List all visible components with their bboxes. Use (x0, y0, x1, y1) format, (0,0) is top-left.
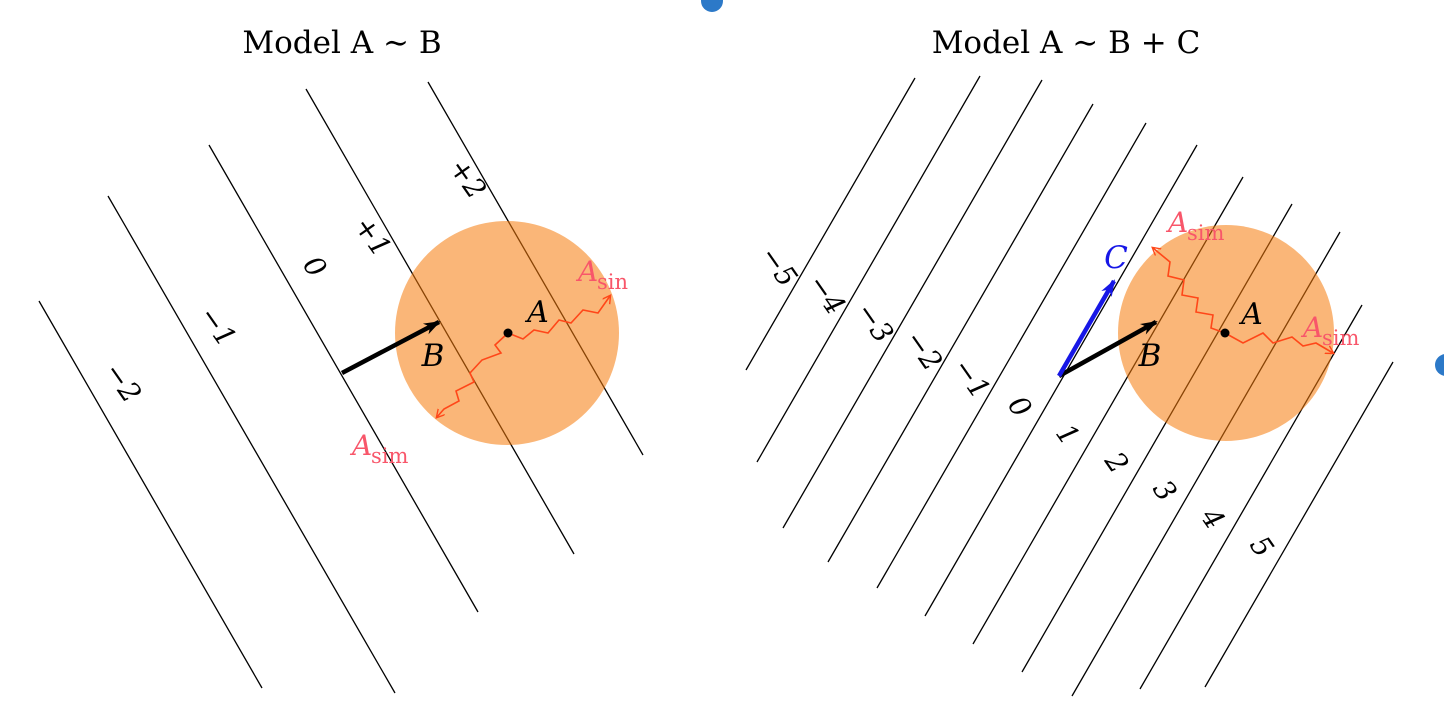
contour-line-−5 (745, 77, 916, 371)
contour-line-0 (924, 144, 1198, 617)
vector-b-label: B (1138, 338, 1162, 374)
contour-line-−1 (107, 195, 396, 694)
sim-draw-zigzag-1 (437, 332, 509, 417)
vector-b-arrow (340, 320, 441, 375)
sim-label-main: A (575, 255, 598, 288)
contour-line-−1 (876, 122, 1147, 589)
slide-nav-dot-right (1435, 354, 1444, 376)
contour-label-−1: −1 (192, 300, 243, 353)
sim-label-subscript: sin (597, 270, 628, 294)
contour-line-−4 (756, 75, 981, 463)
sim-label-main: A (1300, 311, 1323, 344)
contour-label-0: 0 (296, 250, 333, 284)
point-a (503, 328, 513, 338)
sim-label-main: A (1165, 206, 1188, 239)
contour-line-−2 (38, 300, 263, 689)
vector-c-label: C (1104, 240, 1128, 276)
panel-title: Model A ∼ B + C (932, 25, 1201, 61)
contour-label-0: 0 (1001, 390, 1038, 424)
sim-draw-zigzag-0 (1153, 248, 1226, 334)
contour-label-2: 2 (1098, 445, 1136, 479)
contour-line-−2 (827, 103, 1094, 563)
slide-nav-dot-top (701, 0, 723, 12)
contour-label-−3: −3 (849, 296, 900, 349)
vector-c-arrow (1057, 279, 1116, 378)
contour-label-−5: −5 (753, 240, 804, 293)
sim-draw-zigzag-1 (1224, 332, 1333, 353)
contour-line-−3 (782, 79, 1043, 529)
panel-title: Model A ∼ B (242, 25, 441, 61)
contour-line-0 (208, 144, 479, 613)
contour-label-+2: +2 (442, 152, 493, 205)
point-a-label: A (1238, 297, 1263, 332)
contour-label-1: 1 (1049, 418, 1086, 452)
contour-label-5: 5 (1243, 530, 1280, 564)
contour-line-5 (1204, 361, 1394, 688)
contour-label-−2: −2 (97, 356, 148, 409)
contour-label-−1: −1 (946, 352, 997, 405)
vector-b-label: B (421, 338, 445, 374)
contour-label-4: 4 (1194, 501, 1232, 535)
point-a (1220, 328, 1230, 338)
vector-b-arrow (1057, 320, 1158, 378)
contour-label-−4: −4 (801, 268, 852, 321)
sim-label-subscript: sim (371, 444, 408, 468)
contour-label-+1: +1 (347, 210, 398, 263)
point-a-label: A (524, 295, 549, 330)
sim-draw-zigzag-0 (507, 296, 610, 340)
contour-label-−2: −2 (898, 324, 949, 377)
sim-label-main: A (349, 429, 372, 462)
sim-label-subscript: sim (1187, 221, 1224, 245)
contour-label-3: 3 (1146, 474, 1183, 508)
sim-label-subscript: sim (1322, 326, 1359, 350)
